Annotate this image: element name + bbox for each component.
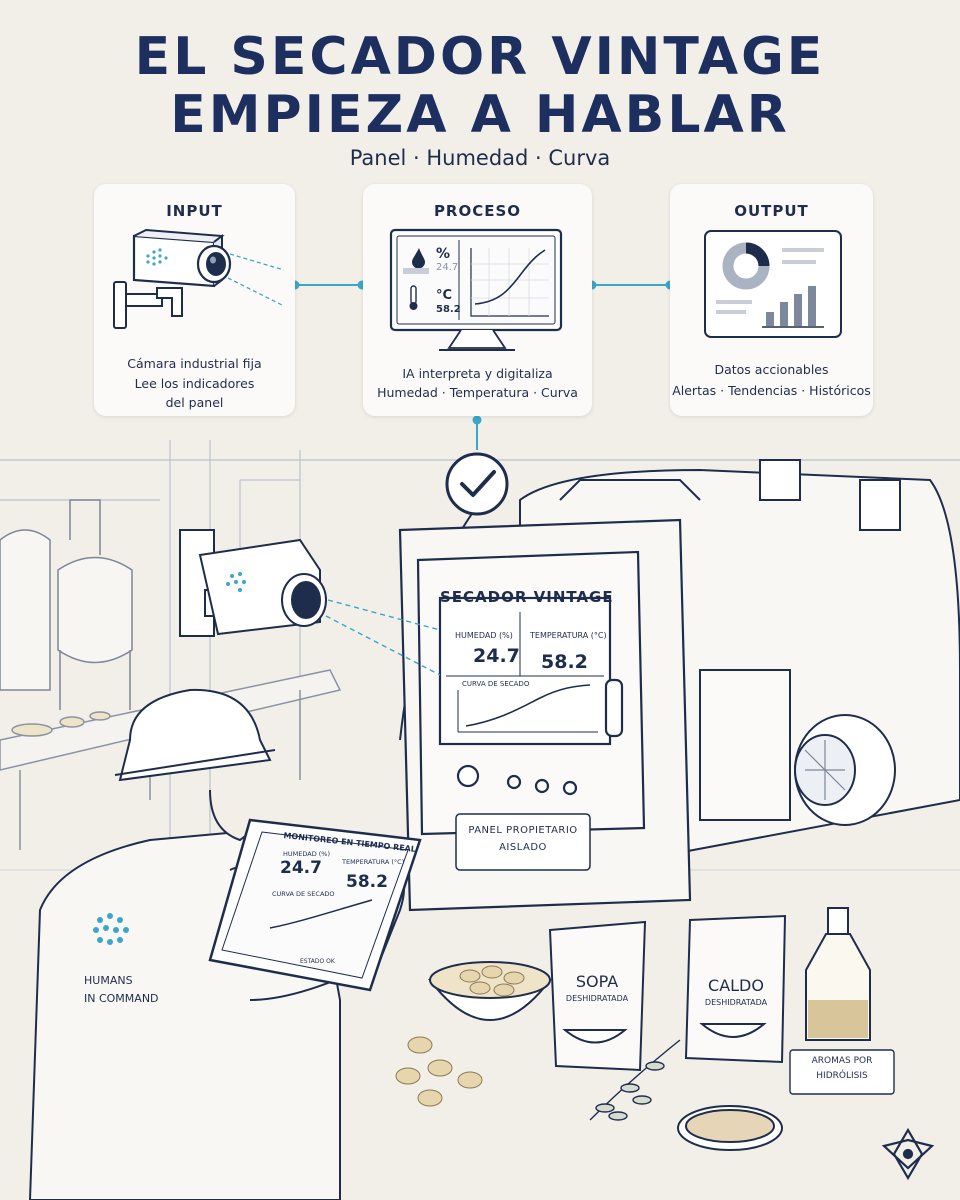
sopa-sub: DESHIDRATADA [565,994,629,1003]
input-card: INPUT Cámara industrial fija Lee los ind… [94,184,295,416]
machine-temp-label: TEMPERATURA (°C) [530,631,607,640]
monitor-temp-value: 58.2 [436,304,461,315]
motor [699,669,896,826]
title-line-1: EL SECADOR VINTAGE [134,27,826,87]
page-title: EL SECADOR VINTAGE EMPIEZA A HABLAR [0,28,960,144]
worker-badge-line-1: HUMANS [84,974,133,987]
aromas-tag [789,1049,895,1095]
monitor-temp-unit: °C [436,288,453,303]
tablet-curve-label: CURVA DE SECADO [272,890,335,898]
proceso-card-line-1: IA interpreta y digitaliza [402,366,553,381]
tablet-temp-label: TEMPERATURA (°C) [342,858,405,866]
output-card: OUTPUT Datos accionables Alertas · Tende… [670,184,873,416]
machine-humidity-label: HUMEDAD (%) [455,631,513,640]
dashboard-icon [704,230,842,338]
machine-humidity-value: 24.7 [473,645,520,667]
worker-badge-line-2: IN COMMAND [84,992,159,1005]
input-card-line-1: Cámara industrial fija [127,356,262,371]
monitor-icon [389,228,563,351]
camera-icon [113,228,285,329]
output-card-line-1: Datos accionables [714,362,829,377]
output-card-title: OUTPUT [734,202,809,220]
proceso-card-line-2: Humedad · Temperatura · Curva [377,385,578,400]
output-card-line-2: Alertas · Tendencias · Históricos [672,383,871,398]
logo-icon [881,1127,935,1181]
tablet [208,818,422,992]
monitor-humidity-value: 24.7 [436,262,459,273]
sopa-name: SOPA [575,972,619,991]
cracker-bowl [395,961,553,1107]
caldo-pouch [684,914,787,1064]
tablet-humidity-label: HUMEDAD (%) [283,850,331,858]
proceso-card-title: PROCESO [433,202,522,220]
monitor-humidity-unit: % [436,246,451,262]
input-card-line-2: Lee los indicadores [134,376,255,391]
control-cabinet [398,518,692,912]
petri-dish [677,1105,783,1151]
title-line-2: EMPIEZA A HABLAR [170,85,790,145]
input-card-title: INPUT [166,202,223,220]
aromas-line-1: AROMAS POR [811,1056,873,1066]
machine-plate-line-1: PANEL PROPIETARIO [468,825,578,836]
check-badge-icon [445,452,509,516]
page-subtitle: Panel · Humedad · Curva [349,146,611,170]
wall-camera [179,529,441,676]
oil-bottle [805,907,871,1041]
proceso-card: PROCESO % 24.7 °C 58.2 IA interpreta y d… [363,184,592,416]
tablet-temp-value: 58.2 [346,872,388,892]
aromas-line-2: HIDRÓLISIS [816,1071,868,1081]
factory-scene [0,440,960,1200]
machine-temp-value: 58.2 [541,651,588,673]
tablet-humidity-value: 24.7 [280,858,322,878]
tablet-status-label: ESTADO OK [300,958,335,965]
machine-plate-line-2: AISLADO [499,842,547,853]
caldo-sub: DESHIDRATADA [704,998,768,1007]
tank-left [0,499,133,710]
machine-panel-title: SECADOR VINTAGE [440,588,614,606]
herb-sprig [589,1039,681,1121]
machine-curve-label: CURVA DE SECADO [462,680,530,688]
sopa-pouch [548,920,647,1072]
input-card-line-3: del panel [165,395,224,410]
caldo-name: CALDO [708,976,764,995]
